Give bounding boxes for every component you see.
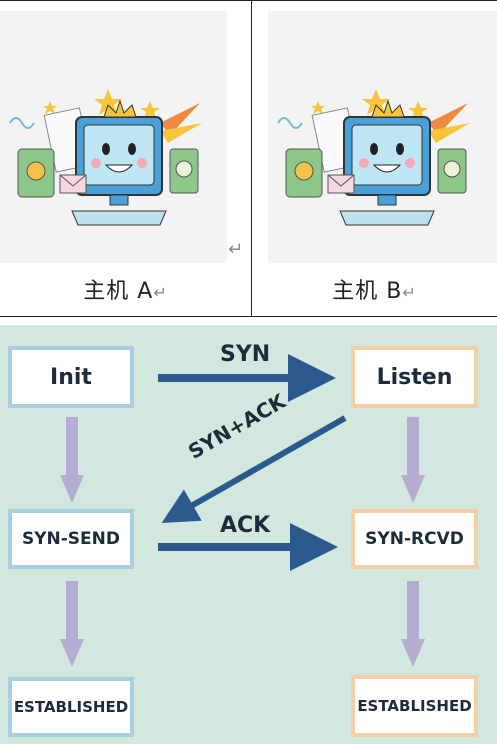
state-init: Init [8, 346, 134, 408]
transition-arrows [60, 417, 425, 667]
host-a-cell: ↵ 主机 A↵ [0, 1, 251, 317]
hosts-table: ↵ 主机 A↵ [0, 0, 497, 317]
table-divider [251, 1, 252, 317]
state-syn-rcvd: SYN-RCVD [351, 509, 478, 569]
state-established-left: ESTABLISHED [8, 677, 134, 737]
host-a-caption: 主机 A↵ [0, 273, 251, 305]
host-b-cell: 主机 B↵ [252, 1, 497, 317]
syn-ack-arrow [161, 415, 347, 523]
diagram-arrows [60, 354, 425, 667]
state-established-right-label: ESTABLISHED [357, 697, 472, 715]
host-a-computer-illustration [0, 11, 227, 263]
host-a-label: 主机 A [83, 279, 154, 304]
cartoon-computer-icon [277, 89, 470, 226]
host-a-return-mark: ↵ [153, 283, 168, 302]
host-b-caption: 主机 B↵ [252, 273, 497, 305]
cartoon-computer-icon [9, 89, 202, 226]
transition-arrow-left-2 [60, 581, 84, 667]
host-b-return-mark: ↵ [402, 283, 417, 302]
transition-arrow-right-2 [401, 581, 425, 667]
state-syn-rcvd-label: SYN-RCVD [365, 529, 464, 549]
transition-arrow-left-1 [60, 417, 84, 503]
state-established-left-label: ESTABLISHED [13, 698, 129, 716]
syn-label: SYN [220, 342, 271, 367]
state-init-label: Init [50, 364, 92, 390]
state-syn-send: SYN-SEND [8, 509, 134, 569]
state-listen-label: Listen [376, 364, 453, 390]
state-listen: Listen [351, 346, 478, 408]
transition-arrow-right-1 [401, 417, 425, 503]
paragraph-return-mark: ↵ [228, 239, 244, 260]
state-syn-send-label: SYN-SEND [21, 529, 121, 549]
tcp-handshake-diagram: Init SYN-SEND ESTABLISHED Listen SYN-RCV… [0, 325, 497, 744]
ack-label: ACK [220, 513, 271, 538]
state-established-right: ESTABLISHED [351, 675, 478, 737]
host-b-computer-illustration [268, 11, 497, 263]
host-b-label: 主机 B [332, 279, 403, 304]
